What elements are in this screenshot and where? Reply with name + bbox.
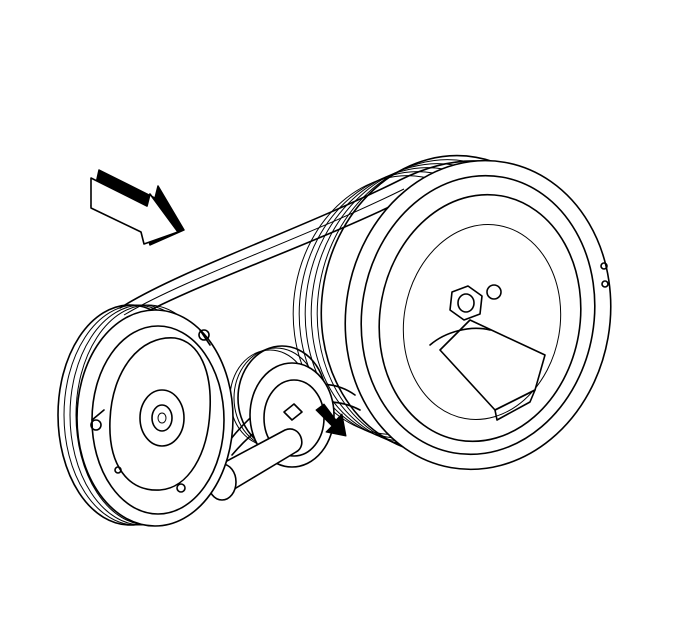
crankshaft-pulley <box>292 154 612 471</box>
accessory-pulley <box>57 304 234 527</box>
tensioner-direction-arrow-icon <box>315 403 347 437</box>
direction-arrow-icon <box>90 169 185 246</box>
